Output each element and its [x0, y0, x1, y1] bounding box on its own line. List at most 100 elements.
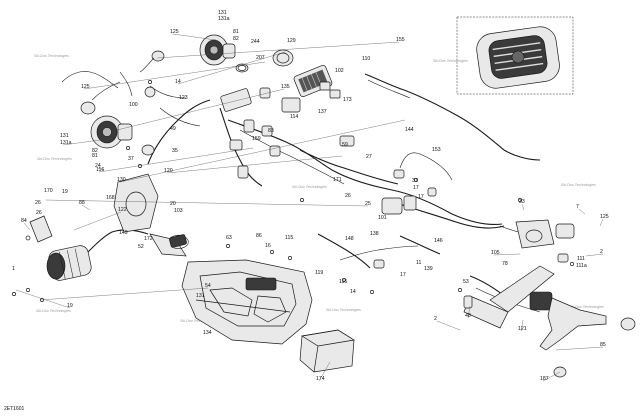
- callout-label: 88: [79, 200, 85, 206]
- callout-label: 82: [233, 36, 239, 42]
- callout-label: 14: [350, 289, 356, 295]
- leader-line: [97, 167, 105, 171]
- gauge-cluster: [272, 49, 294, 67]
- callout-label: 131: [218, 10, 227, 16]
- callout-label: 131: [60, 133, 69, 139]
- callout-label: 148: [345, 236, 354, 242]
- callout-label: 35: [172, 148, 178, 154]
- leader-line: [172, 33, 217, 41]
- callout-label: 173: [343, 97, 352, 103]
- callout-label: 125: [170, 29, 179, 35]
- relay-box: [293, 64, 341, 99]
- callout-label: 1: [12, 266, 15, 272]
- inset-detail-box: [456, 16, 574, 95]
- cable-loop: [61, 71, 189, 249]
- callout-label: 122: [118, 207, 127, 213]
- callout-label: 172: [144, 236, 153, 242]
- fasteners: [12, 80, 574, 302]
- control-module: [220, 87, 301, 179]
- callout-label: 131: [196, 293, 205, 299]
- watermark: Ski-Doo Technologies: [37, 157, 72, 161]
- watermark: Ski-Doo Technologies: [569, 305, 604, 309]
- callout-label: 171: [333, 177, 342, 183]
- connector-clip: [339, 135, 569, 309]
- callout-label: 14: [175, 79, 181, 85]
- callout-label: 138: [370, 231, 379, 237]
- callout-label: 244: [251, 39, 260, 45]
- callout-label: 7: [576, 204, 579, 210]
- callout-label: 174: [316, 376, 325, 382]
- leader-line: [73, 211, 122, 231]
- callout-label: 49: [170, 126, 176, 132]
- callout-label: 125: [600, 214, 609, 220]
- callout-label: 207: [256, 55, 265, 61]
- callout-label: 115: [285, 235, 293, 241]
- watermark-group: Ski-Doo Technologies Ski-Doo Technologie…: [34, 54, 604, 323]
- callout-label: 59: [342, 142, 348, 148]
- callout-label: 131a: [218, 16, 230, 22]
- callout-label: 149: [119, 230, 128, 236]
- leader-line: [177, 51, 286, 85]
- callout-label: 120: [164, 168, 173, 174]
- leader-line: [521, 203, 525, 211]
- callout-label: 19: [67, 303, 73, 309]
- callout-label: 11: [416, 260, 421, 266]
- leader-line: [542, 371, 561, 382]
- callout-label: 86: [256, 233, 262, 239]
- callout-label: 2: [600, 249, 603, 255]
- callout-label: 63: [226, 235, 232, 241]
- leader-line: [578, 208, 586, 215]
- watermark: Ski-Doo Technologies: [180, 319, 215, 323]
- leader-line: [555, 346, 604, 351]
- callout-label: 19: [62, 189, 68, 195]
- callout-label: 17: [418, 194, 424, 200]
- callout-label: 17: [400, 272, 406, 278]
- callout-label: 121: [518, 326, 527, 332]
- battery: [299, 329, 355, 373]
- callout-label: 53: [463, 279, 469, 285]
- headlight-assembly-upper: [199, 34, 236, 66]
- callout-label: 159: [252, 136, 261, 142]
- watermark: Ski-Doo Technologies: [326, 308, 361, 312]
- callout-label: 26: [345, 193, 351, 199]
- callout-label: 83: [268, 128, 274, 134]
- callout-label: 134: [203, 330, 212, 336]
- callout-label: 37: [412, 178, 418, 184]
- leader-line: [83, 61, 266, 90]
- leader-line: [81, 204, 91, 211]
- callout-label: 114: [290, 114, 298, 120]
- callout-label: 137: [318, 109, 327, 115]
- callout-label: 111a: [576, 263, 587, 269]
- callout-label: 130: [117, 177, 126, 183]
- callout-label: 16: [265, 243, 271, 249]
- callout-label: 27: [366, 154, 372, 160]
- leader-line: [599, 218, 604, 227]
- callout-label: 52: [138, 244, 144, 250]
- callout-label: 81: [92, 153, 98, 159]
- callout-label: 103: [174, 208, 183, 214]
- callout-label: 78: [502, 261, 508, 267]
- leader-line: [436, 320, 461, 331]
- callout-label: 2: [434, 316, 437, 322]
- watermark: Ski-Doo Technologies: [36, 309, 71, 313]
- watermark: Ski-Doo Technologies: [292, 185, 327, 189]
- callout-label: 85: [600, 342, 606, 348]
- diagram-code: 2ET1601: [4, 406, 25, 412]
- callout-label: 146: [434, 238, 443, 244]
- leader-line: [119, 119, 406, 183]
- callout-label: 125: [81, 84, 90, 90]
- tail-light-bracket: [463, 265, 636, 378]
- callout-label: 101: [378, 215, 387, 221]
- callout-label: 84: [21, 218, 27, 224]
- mounting-bracket: [113, 173, 187, 257]
- starter-motor: [29, 215, 149, 281]
- leader-line: [520, 319, 524, 332]
- watermark: Ski-Doo Technologies: [561, 183, 596, 187]
- leader-line: [15, 289, 71, 309]
- callout-label: 20: [170, 201, 176, 207]
- callout-label: 131a: [60, 140, 72, 146]
- callout-label: 168: [106, 195, 115, 201]
- leader-line: [62, 139, 101, 146]
